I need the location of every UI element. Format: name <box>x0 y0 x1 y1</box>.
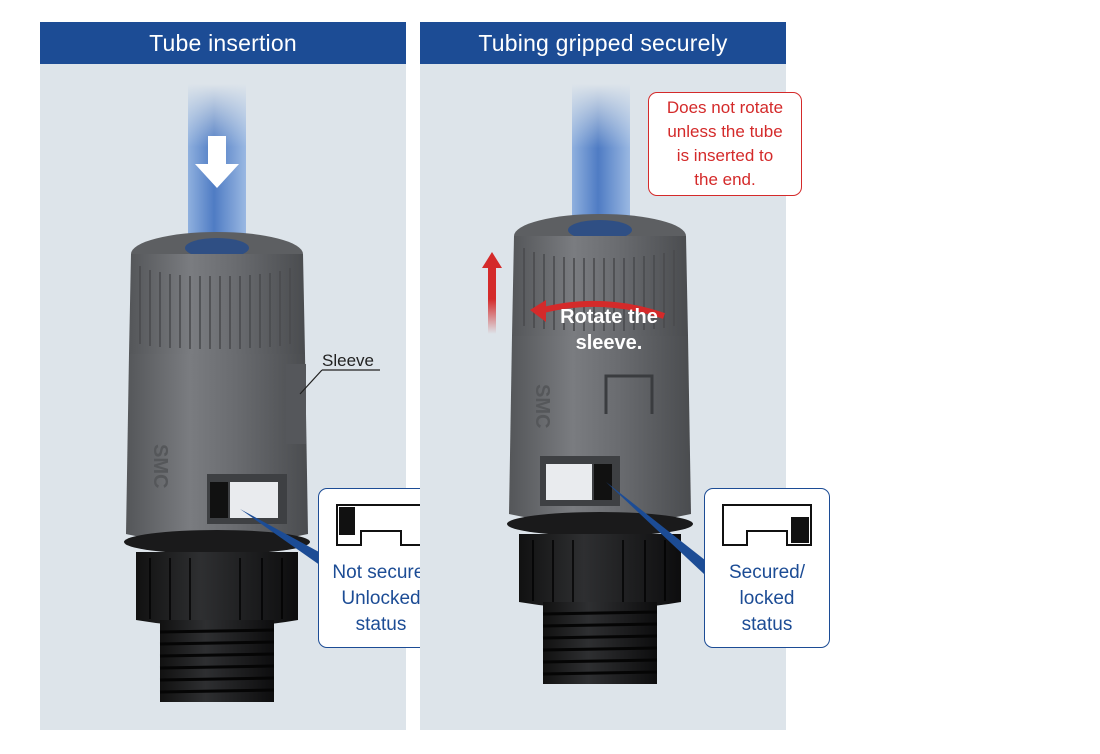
svg-text:SMC: SMC <box>149 444 171 488</box>
left-fitting-illustration: SMC <box>124 84 380 702</box>
rotate-line2: sleeve. <box>575 332 643 354</box>
unlocked-line1: Not secure/ <box>332 562 430 583</box>
left-panel: Tube insertion <box>40 22 444 730</box>
warning-line3: is inserted to <box>676 146 774 165</box>
unlocked-indicator-icon <box>336 504 426 546</box>
rotation-warning-box: Does not rotate unless the tube is inser… <box>648 92 802 196</box>
pull-up-arrow-icon <box>482 252 502 268</box>
left-panel-title: Tube insertion <box>40 22 406 64</box>
rotate-arrow-icon <box>535 300 665 319</box>
rotate-instruction: Rotate the sleeve. <box>544 304 674 356</box>
right-fitting-illustration: SMC <box>482 84 710 684</box>
warning-line4: the end. <box>694 170 756 189</box>
locked-status-callout: Secured/ locked status <box>704 488 830 648</box>
svg-text:SMC: SMC <box>531 384 553 428</box>
locked-indicator-icon <box>722 504 812 546</box>
sleeve-label: Sleeve <box>322 351 374 370</box>
warning-line2: unless the tube <box>667 122 783 141</box>
right-panel-title: Tubing gripped securely <box>420 22 786 64</box>
locked-line2: locked <box>739 588 795 609</box>
rotate-line1: Rotate the <box>560 306 658 328</box>
insert-arrow-icon <box>195 136 239 188</box>
unlocked-line2: Unlocked <box>341 588 421 609</box>
warning-line1: Does not rotate <box>666 98 784 117</box>
unlocked-line3: status <box>355 614 407 635</box>
right-panel: Tubing gripped securely <box>420 22 830 730</box>
locked-line1: Secured/ <box>728 562 806 583</box>
locked-line3: status <box>741 614 793 635</box>
